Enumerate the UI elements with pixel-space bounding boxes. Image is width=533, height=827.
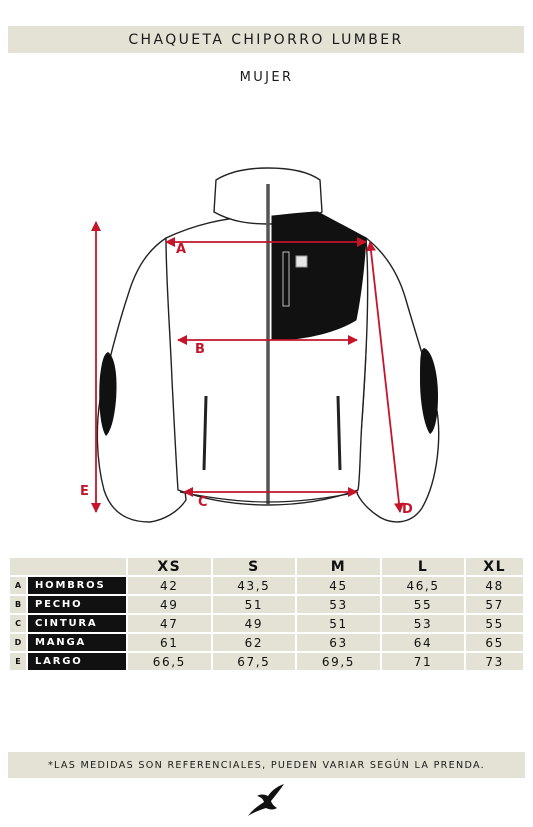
row-label: PECHO xyxy=(28,596,126,613)
size-header-xs: XS xyxy=(128,558,211,575)
page-subtitle: MUJER xyxy=(239,70,294,85)
chest-logo-patch xyxy=(295,255,308,268)
row-key: C xyxy=(10,615,26,632)
disclaimer-bar: *LAS MEDIDAS SON REFERENCIALES, PUEDEN V… xyxy=(8,752,525,778)
table-row: E LARGO 66,5 67,5 69,5 71 73 xyxy=(10,653,523,670)
bird-logo-icon xyxy=(244,782,288,822)
table-cell: 46,5 xyxy=(381,577,465,594)
jacket-illustration xyxy=(91,167,440,523)
table-cell: 69,5 xyxy=(297,653,380,670)
row-label: MANGA xyxy=(28,634,126,651)
table-cell: 49 xyxy=(128,596,211,613)
size-header-l: L xyxy=(381,558,465,575)
size-table: XS S M L XL A HOMBROS 42 43,5 45 46,5 48… xyxy=(8,556,525,672)
table-cell: 66,5 xyxy=(128,653,211,670)
table-cell: 67,5 xyxy=(212,653,296,670)
table-cell: 49 xyxy=(212,615,296,632)
right-elbow-patch xyxy=(420,348,438,434)
table-cell: 53 xyxy=(381,615,465,632)
measurement-lines xyxy=(91,221,404,513)
table-cell: 63 xyxy=(297,634,380,651)
table-cell: 55 xyxy=(381,596,465,613)
measure-c-label: C xyxy=(198,495,208,510)
table-cell: 73 xyxy=(466,653,523,670)
title-bar: CHAQUETA CHIPORRO LUMBER xyxy=(8,26,524,53)
table-cell: 51 xyxy=(297,615,380,632)
size-table-header: XS S M L XL xyxy=(10,558,523,575)
measure-e-label: E xyxy=(80,484,89,499)
row-key: E xyxy=(10,653,26,670)
table-cell: 71 xyxy=(381,653,465,670)
row-label: HOMBROS xyxy=(28,577,126,594)
table-row: A HOMBROS 42 43,5 45 46,5 48 xyxy=(10,577,523,594)
row-label: CINTURA xyxy=(28,615,126,632)
table-cell: 61 xyxy=(128,634,211,651)
page-title: CHAQUETA CHIPORRO LUMBER xyxy=(128,31,404,48)
size-header-xl: XL xyxy=(466,558,523,575)
row-label: LARGO xyxy=(28,653,126,670)
jacket-diagram: A B C D E xyxy=(0,160,533,530)
measure-b-label: B xyxy=(195,342,205,357)
table-row: C CINTURA 47 49 51 53 55 xyxy=(10,615,523,632)
row-key: D xyxy=(10,634,26,651)
chest-pocket-zip xyxy=(282,251,290,307)
table-cell: 64 xyxy=(381,634,465,651)
table-row: B PECHO 49 51 53 55 57 xyxy=(10,596,523,613)
left-elbow-patch xyxy=(99,352,117,436)
table-cell: 48 xyxy=(466,577,523,594)
table-cell: 57 xyxy=(466,596,523,613)
table-cell: 62 xyxy=(212,634,296,651)
size-header-m: M xyxy=(297,558,380,575)
table-cell: 55 xyxy=(466,615,523,632)
table-cell: 47 xyxy=(128,615,211,632)
table-cell: 53 xyxy=(297,596,380,613)
size-header-s: S xyxy=(212,558,296,575)
table-row: D MANGA 61 62 63 64 65 xyxy=(10,634,523,651)
measure-d-label: D xyxy=(402,502,413,517)
table-cell: 65 xyxy=(466,634,523,651)
table-cell: 42 xyxy=(128,577,211,594)
table-cell: 45 xyxy=(297,577,380,594)
chest-panel xyxy=(271,211,367,341)
row-key: B xyxy=(10,596,26,613)
right-pocket xyxy=(336,395,342,471)
left-pocket xyxy=(202,395,208,471)
row-key: A xyxy=(10,577,26,594)
measure-a-label: A xyxy=(176,242,187,257)
header-blank-cell xyxy=(10,558,126,575)
table-cell: 43,5 xyxy=(212,577,296,594)
table-cell: 51 xyxy=(212,596,296,613)
disclaimer-text: *LAS MEDIDAS SON REFERENCIALES, PUEDEN V… xyxy=(47,759,486,771)
measure-d-line xyxy=(366,241,404,513)
